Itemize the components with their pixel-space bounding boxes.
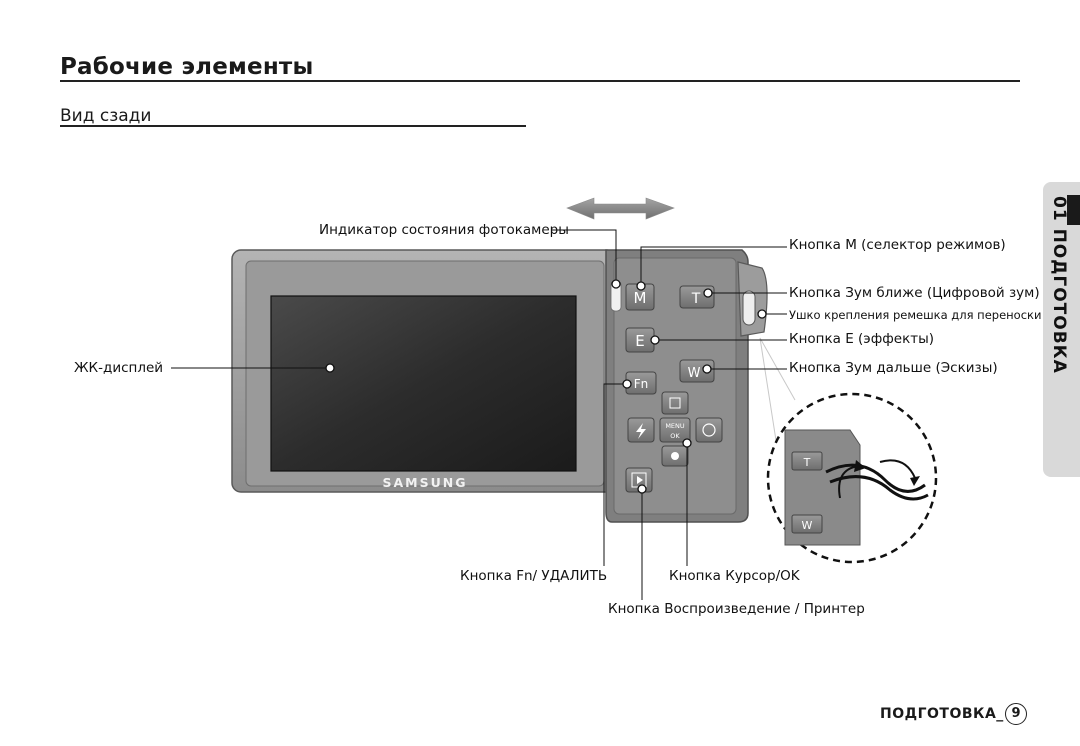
footer-section-label: ПОДГОТОВКА_ — [880, 706, 1004, 722]
svg-text:T: T — [803, 456, 811, 469]
svg-text:W: W — [802, 519, 813, 532]
menu-ok-button[interactable]: MENU OK — [659, 417, 691, 443]
slide-direction-arrow — [566, 197, 675, 220]
side-tab-label: 01 ПОДГОТОВКА — [1049, 196, 1069, 374]
callout-status-indicator: Индикатор состояния фотокамеры — [319, 222, 569, 238]
callout-lines — [171, 229, 787, 600]
cursor-up-button[interactable] — [661, 391, 689, 415]
title-rule — [60, 80, 1020, 82]
callout-playback: Кнопка Воспроизведение / Принтер — [608, 601, 865, 617]
brand-logo: SAMSUNG — [383, 475, 468, 490]
section-title: Вид сзади — [60, 106, 152, 126]
side-tab-marker — [1067, 195, 1080, 225]
cursor-down-button[interactable] — [661, 445, 689, 467]
callout-e-button: Кнопка E (эффекты) — [789, 331, 935, 347]
callout-zoom-w: Кнопка Зум дальше (Эскизы) — [789, 360, 998, 376]
callout-zoom-t: Кнопка Зум ближе (Цифровой зум) — [789, 285, 1040, 301]
page-title: Рабочие элементы — [60, 54, 314, 80]
cursor-left-button[interactable] — [627, 417, 655, 443]
svg-text:OK: OK — [670, 432, 680, 440]
callout-strap-eyelet: Ушко крепления ремешка для переноски — [789, 308, 1042, 322]
callout-m-button: Кнопка M (селектор режимов) — [789, 237, 1006, 253]
svg-text:T: T — [691, 291, 701, 307]
callout-fn-button: Кнопка Fn/ УДАЛИТЬ — [460, 568, 608, 584]
svg-text:Fn: Fn — [634, 377, 649, 391]
callout-cursor-ok: Кнопка Курсор/OK — [669, 568, 800, 584]
cursor-right-button[interactable] — [695, 417, 723, 443]
side-tab — [1043, 182, 1080, 477]
svg-text:MENU: MENU — [665, 422, 685, 430]
svg-text:W: W — [688, 366, 701, 381]
callout-dots — [325, 279, 767, 494]
lcd-screen — [270, 295, 577, 472]
strap-inset: T W — [759, 337, 938, 564]
mode-button[interactable]: M — [625, 283, 655, 311]
fn-delete-button[interactable]: Fn — [625, 371, 657, 395]
control-panel — [605, 249, 768, 523]
camera-body: SAMSUNG — [231, 249, 616, 493]
effects-button[interactable]: E — [625, 327, 655, 353]
svg-text:M: M — [634, 289, 647, 307]
callout-lcd: ЖК-дисплей — [74, 360, 164, 376]
strap-eyelet — [742, 290, 756, 326]
section-rule — [60, 125, 526, 127]
svg-text:E: E — [635, 332, 644, 350]
page-number: 9 — [1005, 703, 1027, 725]
